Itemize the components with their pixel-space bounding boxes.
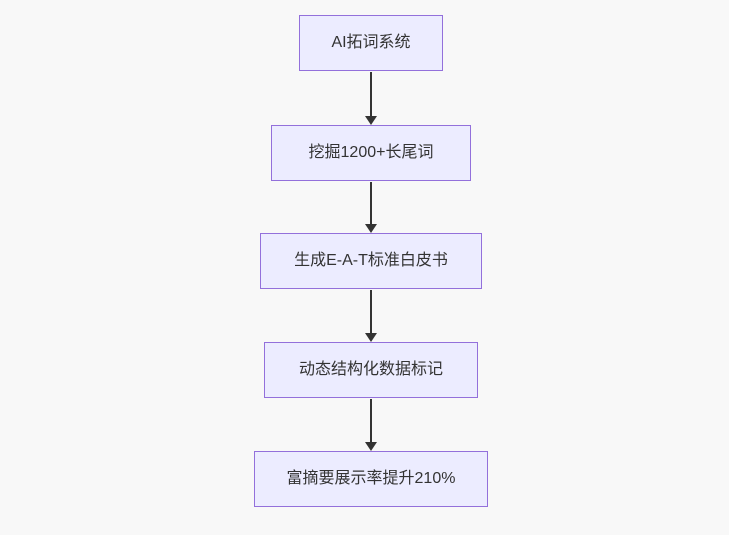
flowchart-node-mine-longtail-keywords: 挖掘1200+长尾词 [271, 125, 471, 181]
node-label: 挖掘1200+长尾词 [308, 144, 434, 161]
arrow-line [370, 399, 372, 442]
arrow-down-icon [365, 224, 377, 233]
node-label: 富摘要展示率提升210% [286, 470, 456, 487]
arrow-line [370, 72, 372, 116]
flowchart-edge-3 [365, 290, 377, 342]
flowchart-edge-1 [365, 72, 377, 125]
flowchart-node-dynamic-structured-data-markup: 动态结构化数据标记 [264, 342, 478, 398]
arrow-down-icon [365, 333, 377, 342]
node-label: 生成E-A-T标准白皮书 [294, 252, 448, 269]
arrow-line [370, 290, 372, 333]
arrow-down-icon [365, 116, 377, 125]
flowchart-edge-2 [365, 182, 377, 233]
flowchart-node-rich-snippet-rate-increase: 富摘要展示率提升210% [254, 451, 488, 507]
node-label: 动态结构化数据标记 [298, 361, 443, 378]
arrow-down-icon [365, 442, 377, 451]
flowchart-node-ai-word-expansion-system: AI拓词系统 [299, 15, 443, 71]
flowchart-edge-4 [365, 399, 377, 451]
node-label: AI拓词系统 [331, 34, 411, 51]
flowchart-node-generate-eat-whitepaper: 生成E-A-T标准白皮书 [260, 233, 482, 289]
arrow-line [370, 182, 372, 224]
